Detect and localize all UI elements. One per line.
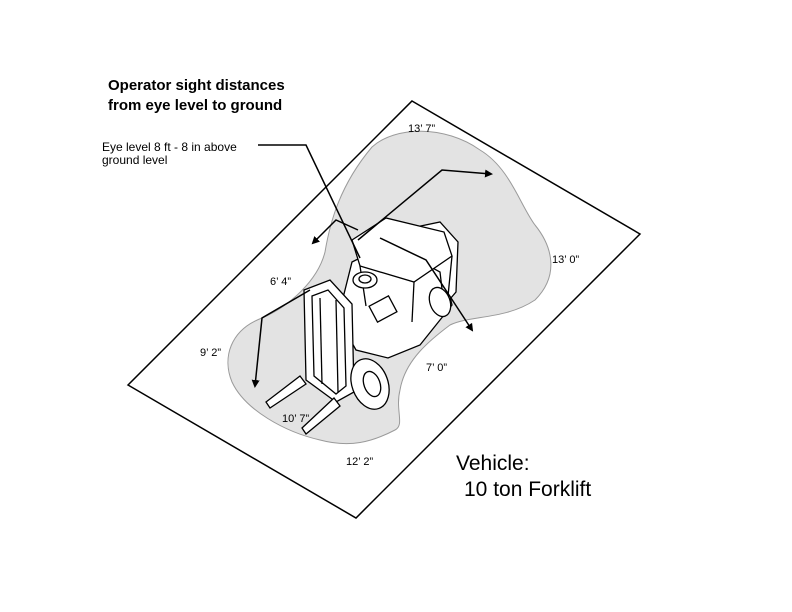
sight-line-left-upper bbox=[311, 219, 359, 245]
distance-right: 13’ 0” bbox=[552, 254, 579, 266]
sight-lines bbox=[251, 144, 493, 388]
eye-level-line-2: ground level bbox=[102, 153, 167, 167]
mast-rail-2 bbox=[335, 299, 339, 393]
vehicle-name: 10 ton Forklift bbox=[464, 478, 591, 501]
eye-level-line-1: Eye level 8 ft - 8 in above bbox=[102, 140, 237, 154]
sight-line-left bbox=[251, 289, 311, 388]
distance-front-lower: 12’ 2” bbox=[346, 456, 373, 468]
title-line-2: from eye level to ground bbox=[108, 97, 282, 114]
vehicle-label: Vehicle: bbox=[456, 452, 530, 475]
eye-level-leader bbox=[258, 144, 361, 259]
steering-console bbox=[368, 295, 398, 323]
fork-right bbox=[301, 397, 341, 435]
guard-post-3 bbox=[447, 255, 453, 297]
distance-left-upper: 6’ 4” bbox=[270, 276, 291, 288]
title-line-1: Operator sight distances bbox=[108, 77, 285, 94]
guard-post-2 bbox=[411, 281, 415, 323]
mast-rail-1 bbox=[319, 297, 323, 385]
distance-top: 13’ 7” bbox=[408, 123, 435, 135]
front-wheel-hub bbox=[362, 370, 382, 398]
distance-left: 9’ 2” bbox=[200, 347, 221, 359]
rear-wheel bbox=[428, 286, 452, 318]
forklift bbox=[265, 217, 459, 435]
sight-line-top bbox=[357, 169, 493, 241]
sight-line-right bbox=[379, 237, 474, 332]
fork-left bbox=[265, 375, 307, 409]
operator-seat-inner bbox=[358, 274, 372, 284]
distance-front: 10’ 7” bbox=[282, 413, 309, 425]
distance-right-lower: 7’ 0” bbox=[426, 362, 447, 374]
mast-inner bbox=[311, 289, 347, 395]
